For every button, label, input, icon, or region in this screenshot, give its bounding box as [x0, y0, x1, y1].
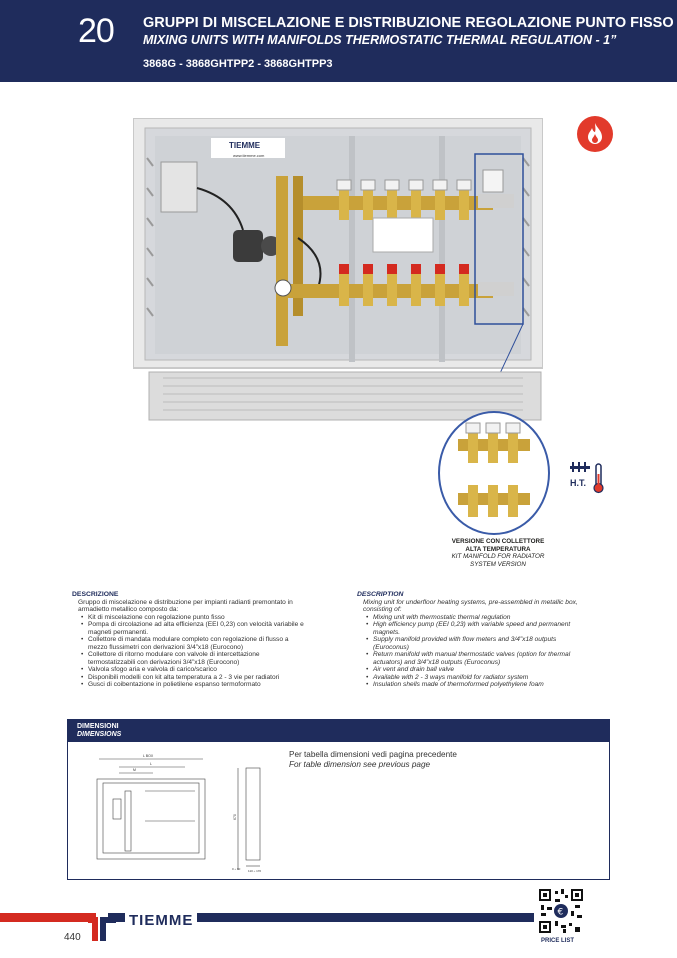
tiemme-logo-mark [88, 917, 116, 941]
high-temperature-icon [570, 462, 604, 494]
descrizione-item-cont: mezzo flussimetri con derivazioni 3/4”x1… [88, 643, 244, 651]
chapter-number: 20 [78, 12, 115, 50]
dimensions-header: DIMENSIONI DIMENSIONS [68, 720, 609, 742]
descrizione-item-cont: termostatizzabili con derivazioni 3/4”x1… [88, 658, 240, 666]
dimensions-note-en: For table dimension see previous page [289, 760, 431, 769]
descrizione-item: Collettore di mandata modulare completo … [72, 636, 334, 644]
dim-label-m: M [133, 768, 136, 772]
description-item-cont: (Euroconus) [373, 643, 409, 651]
cabinet-url: www.tiemme.com [233, 153, 265, 158]
title-english: MIXING UNITS WITH MANIFOLDS THERMOSTATIC… [143, 33, 617, 47]
heating-flame-icon [577, 116, 613, 152]
side-view-drawing: 670 0 ÷ 90 110 ÷ 170 [232, 767, 261, 873]
dimensions-title: DIMENSIONI [77, 723, 119, 730]
descrizione-item: Collettore di ritorno modulare con valvo… [72, 651, 334, 659]
descrizione-item: Gusci di coibentazione in polietilene es… [72, 681, 334, 689]
description-item-cont: actuators) and 3/4”x18 outputs (Euroconu… [373, 658, 501, 666]
dim-label-height: 670 [233, 814, 237, 820]
price-list-qr-code[interactable]: € [537, 887, 585, 935]
description-item: Insulation shells made of thermoformed p… [357, 681, 605, 689]
descrizione-item-cont: magneti permanenti. [88, 628, 149, 636]
description-item: Mixing unit with thermostatic thermal re… [357, 614, 605, 622]
descrizione-item: Valvola sfogo aria e valvola di carico/s… [72, 666, 334, 674]
description-item: High efficiency pump (EEI 0,23) with var… [357, 621, 605, 629]
description-item: Return manifold with manual thermostatic… [357, 651, 605, 659]
description-column: DESCRIPTION Mixing unit for underfloor h… [357, 591, 605, 689]
dimensions-panel: DIMENSIONI DIMENSIONS Per tabella dimens… [67, 719, 610, 880]
page-number: 440 [64, 932, 81, 943]
product-codes: 3868G - 3868GHTPP2 - 3868GHTPP3 [143, 58, 333, 70]
cabinet-logo: TIEMME [229, 141, 261, 150]
description-intro-2: consisting of: [363, 606, 402, 613]
dimensions-subtitle: DIMENSIONS [77, 731, 122, 738]
description-item-cont: magnets. [373, 628, 401, 636]
caption-it-line2: ALTA TEMPERATURA [465, 545, 531, 553]
description-item: Supply manifold provided with flow meter… [357, 636, 605, 644]
descrizione-item: Pompa di circolazione ad alta efficienza… [72, 621, 334, 629]
description-heading: DESCRIPTION [357, 591, 404, 598]
description-item: Air vent and drain ball valve [357, 666, 605, 674]
caption-en-line1: KIT MANIFOLD FOR RADIATOR [451, 553, 545, 560]
descrizione-intro-1: Gruppo di miscelazione e distribuzione p… [78, 598, 293, 606]
caption-en-line2: SYSTEM VERSION [470, 560, 526, 568]
title-italian: GRUPPI DI MISCELAZIONE E DISTRIBUZIONE R… [143, 15, 677, 31]
caption-it-line1: VERSIONE CON COLLETTORE [451, 538, 545, 545]
page-header: 20 GRUPPI DI MISCELAZIONE E DISTRIBUZION… [0, 0, 677, 82]
price-list-label: PRICE LIST [541, 938, 575, 944]
radiator-manifold-detail [438, 411, 550, 535]
dim-label-lbox: L BOX [143, 754, 154, 758]
descrizione-item: Kit di miscelazione con regolazione punt… [72, 614, 334, 622]
front-view-drawing: L BOX L M [96, 754, 206, 860]
descrizione-heading: DESCRIZIONE [72, 591, 119, 598]
descrizione-intro-2: armadietto metallico composto da: [78, 606, 179, 613]
svg-text:€: € [558, 908, 564, 918]
dim-label-depth: 110 ÷ 170 [248, 869, 261, 873]
footer-red-bar [0, 913, 96, 922]
descrizione-column: DESCRIZIONE Gruppo di miscelazione e dis… [72, 591, 334, 689]
ht-label: H.T. [570, 478, 587, 488]
description-intro-1: Mixing unit for underfloor heating syste… [363, 598, 578, 606]
dim-label-l: L [150, 762, 152, 766]
dimensions-note-it: Per tabella dimensioni vedi pagina prece… [289, 750, 457, 759]
footer-blue-bar [108, 913, 534, 922]
descrizione-item: Disponibili modelli con kit alta tempera… [72, 674, 334, 682]
brand-name: TIEMME [125, 912, 198, 929]
description-item: Available with 2 - 3 ways manifold for r… [357, 674, 605, 682]
dim-label-base: 0 ÷ 90 [232, 867, 241, 871]
product-image: TIEMME www.tiemme.com [133, 118, 543, 421]
